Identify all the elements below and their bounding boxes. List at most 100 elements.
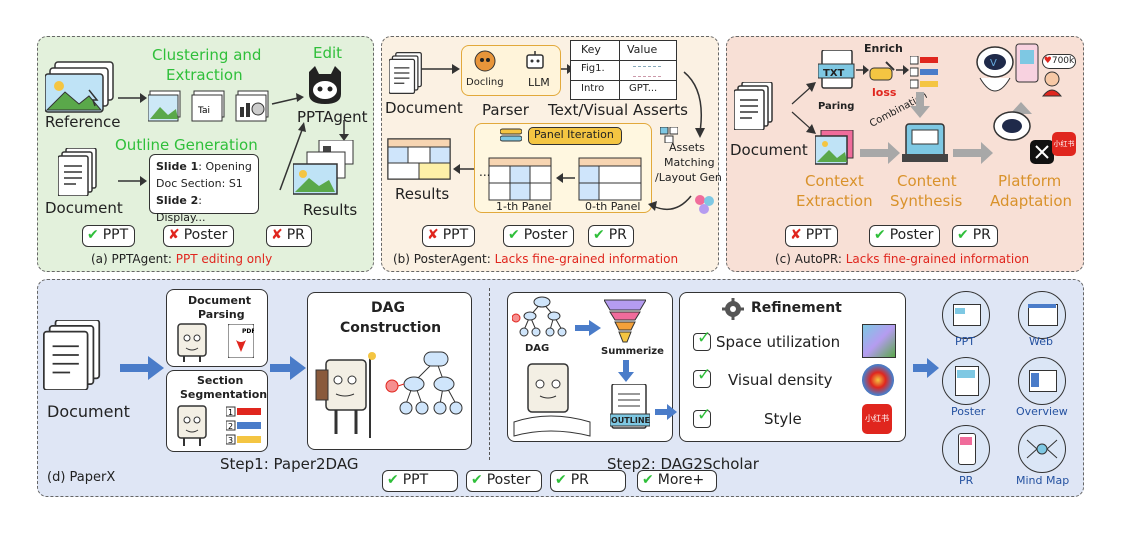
- dag-small-icon: [512, 296, 567, 337]
- funnel-icon: [604, 299, 646, 343]
- output-poster-label: Poster: [951, 405, 986, 418]
- dag-small-label: DAG: [525, 343, 550, 354]
- svg-text:1: 1: [228, 408, 233, 417]
- blue-arrow: [618, 360, 634, 382]
- blue-arrow: [270, 356, 306, 380]
- docling-icon: [474, 50, 496, 72]
- results-poster-icon: [387, 138, 451, 180]
- synthesis-machine-icon: [902, 123, 948, 162]
- document-label-d: Document: [47, 402, 130, 421]
- checkbox: [693, 410, 711, 428]
- results-label-b: Results: [395, 185, 450, 203]
- arrow: [118, 93, 147, 103]
- blue-arrow: [575, 320, 601, 336]
- slide1-text: : Opening: [198, 160, 252, 173]
- enrich-label: Enrich: [864, 42, 903, 55]
- document-label-c: Document: [730, 141, 808, 159]
- outline-generation-label: Outline Generation: [115, 136, 258, 154]
- platform-label: Platform: [998, 172, 1062, 190]
- outline-box: Slide 1: Opening Doc Section: S1 Slide 2…: [149, 154, 259, 224]
- layout-gen-label: /Layout Gen: [655, 171, 722, 184]
- edit-label: Edit: [313, 44, 343, 62]
- construction-label: Construction: [340, 320, 442, 336]
- check-poster: ✔Poster: [869, 225, 941, 247]
- check-mark: ✓: [697, 365, 712, 385]
- book-character-icon: [177, 405, 207, 446]
- outline-doc-icon: [610, 384, 650, 429]
- robot-small-icon: [993, 111, 1031, 141]
- panel0-label: 0-th Panel: [585, 200, 641, 213]
- curved-arrow: [648, 195, 692, 211]
- table-header-value: Value: [627, 43, 658, 56]
- doc-section-text: Doc Section: S1: [156, 177, 243, 190]
- table-header-key: Key: [581, 43, 601, 56]
- book-reading-icon: [513, 363, 591, 437]
- book-hiker-icon: [315, 352, 376, 438]
- blue-arrow: [913, 358, 939, 378]
- clustering-label: Clustering and: [152, 46, 262, 64]
- svg-text:3: 3: [228, 436, 233, 445]
- txt-file-icon: [818, 50, 855, 89]
- paring-label: Paring: [818, 101, 855, 112]
- check-poster: ✔Poster: [466, 470, 542, 492]
- clustered-slides-icon: Tai: [148, 90, 269, 122]
- extraction-label: Extraction: [166, 66, 243, 84]
- output-ppt-icon: [942, 291, 990, 339]
- parser-label: Parser: [482, 101, 529, 119]
- doc-parsing-label-1: Document: [188, 294, 252, 307]
- panel1-label: 1-th Panel: [496, 200, 552, 213]
- checkbox: [693, 333, 711, 351]
- step1-label: Step1: Paper2DAG: [220, 455, 359, 473]
- arrows: [271, 93, 306, 191]
- table-cell: Intro: [581, 83, 605, 94]
- pdf-text: PDF: [242, 328, 254, 335]
- check-pr: ✔PR: [550, 470, 626, 492]
- adaptation-label: Adaptation: [990, 192, 1073, 210]
- check-pr: ✔PR: [588, 225, 634, 247]
- output-ppt-label: PPT: [955, 335, 975, 348]
- output-poster-icon: [942, 357, 990, 405]
- social-phone-icon: [1015, 43, 1039, 83]
- blue-arrow: [655, 404, 677, 420]
- table-cell-image: [633, 66, 661, 77]
- dag-tree-icon: [385, 351, 463, 415]
- dag-label: DAG: [371, 300, 405, 316]
- arrows: [791, 82, 816, 134]
- txt-label: TXT: [823, 68, 845, 79]
- section-list-icon: 123: [226, 406, 261, 445]
- gray-arrow: [953, 142, 993, 164]
- check-pr: ✔PR: [952, 225, 998, 247]
- robot-mascot-icon: V: [976, 46, 1014, 92]
- caption-a: (a) PPTAgent: PPT editing only: [91, 252, 273, 266]
- panel-iteration-label: Panel Iteration: [534, 128, 614, 141]
- context-label: Context: [805, 172, 864, 190]
- text-visual-label: Text/Visual Asserts: [548, 101, 688, 119]
- outline-label: OUTLINE: [611, 416, 650, 425]
- arrow: [556, 173, 575, 183]
- panel-iteration-header: [528, 127, 622, 145]
- output-mind-map-icon: [1018, 425, 1066, 473]
- robot-icon: [526, 51, 544, 69]
- document-icon: [389, 52, 422, 94]
- caption-b: (b) PosterAgent: Lacks fine-grained info…: [393, 252, 679, 266]
- key-value-table: Key Value Fig1. Intro GPT...: [570, 40, 677, 100]
- xiaohongshu-logo-icon: 小红书: [862, 404, 892, 434]
- output-overview-label: Overview: [1016, 405, 1068, 418]
- arrow: [420, 64, 460, 74]
- xiaohongshu-logo-icon: 小红书: [1052, 132, 1076, 156]
- followers-badge: ♥700k: [1042, 54, 1076, 69]
- output-overview-icon: [1018, 357, 1066, 405]
- assets-icon: [660, 127, 678, 143]
- gray-arrow: [910, 92, 930, 118]
- slide1-label: Slide 1: [156, 160, 199, 173]
- book-character-icon: [177, 323, 207, 362]
- arrow: [896, 65, 909, 75]
- step2-label: Step2: DAG2Scholar: [607, 455, 759, 473]
- slide2-label: Slide 2: [156, 194, 199, 207]
- matching-label: Matching: [664, 156, 715, 169]
- space-utilization-thumbnail: [862, 324, 896, 358]
- document-icon: [43, 320, 101, 390]
- output-web-icon: [1018, 291, 1066, 339]
- result-slides-icon: [293, 140, 354, 195]
- ref-item-style: Style: [764, 410, 802, 428]
